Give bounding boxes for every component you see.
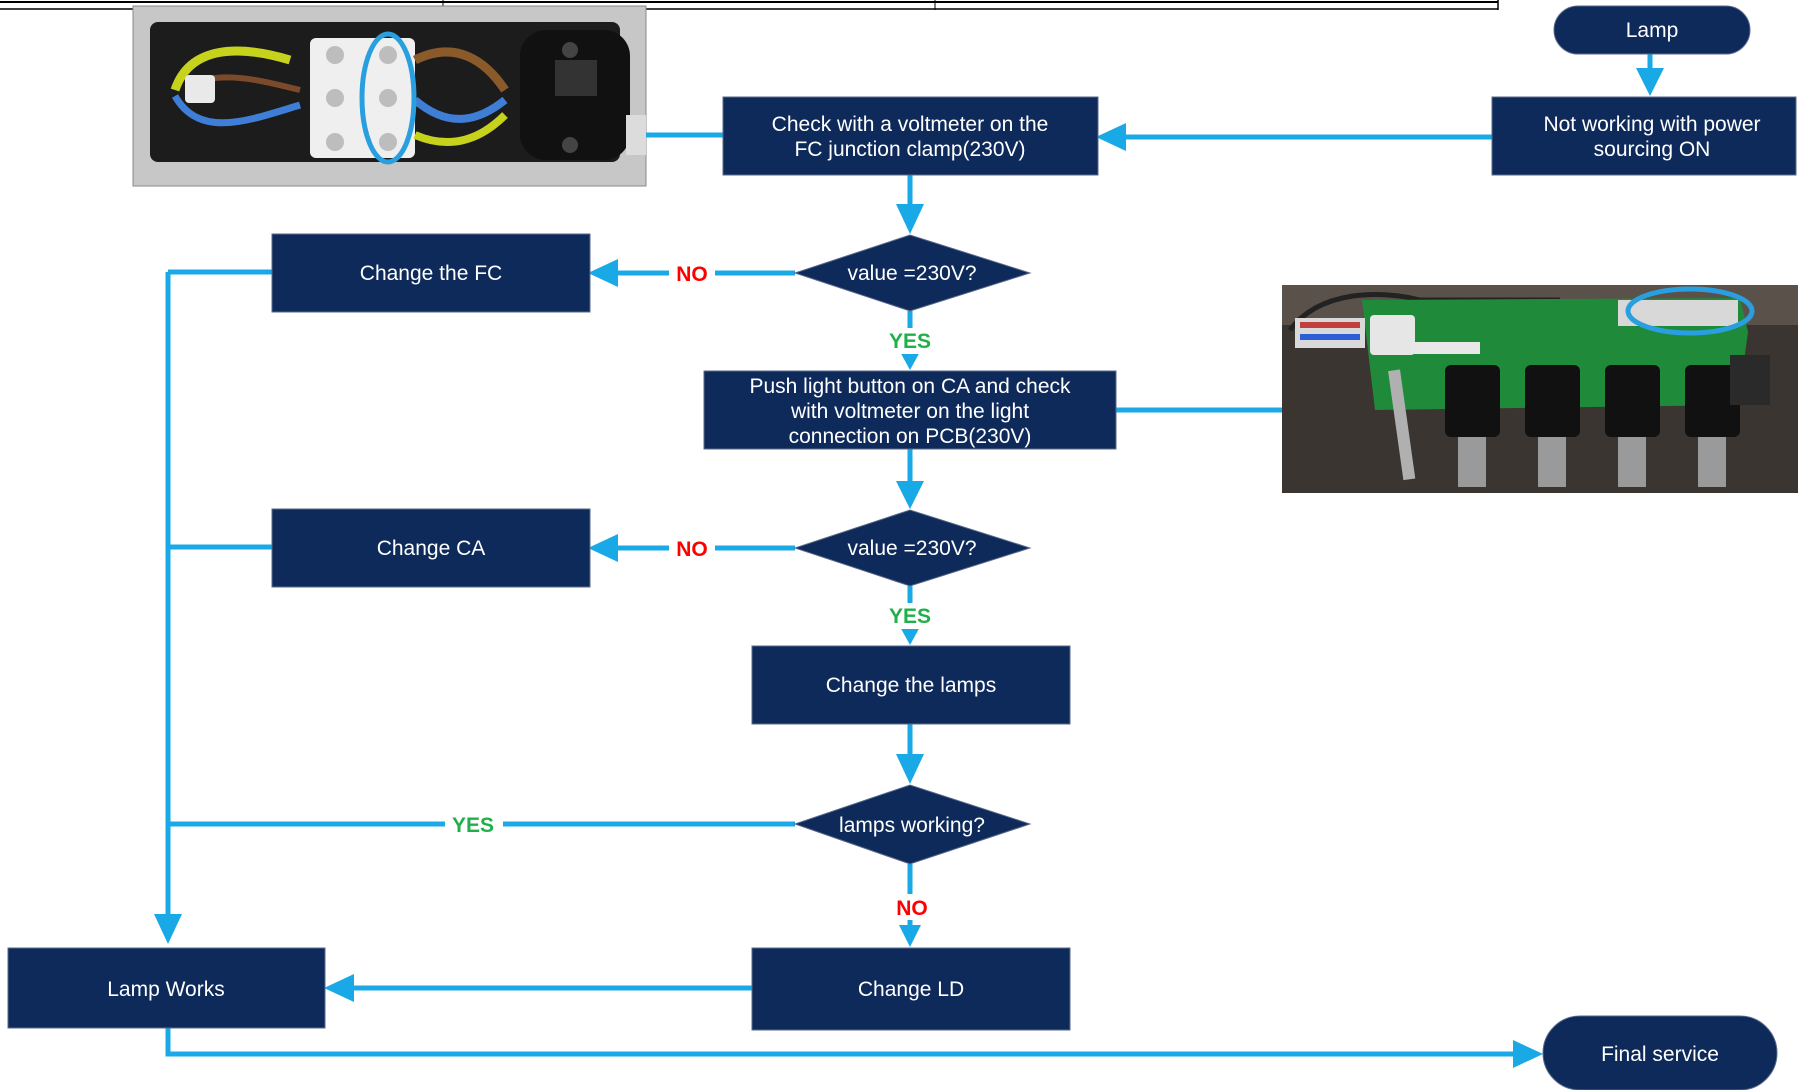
start-node-lamp: Lamp	[1553, 5, 1751, 55]
not-working-node: Not working with power sourcing ON	[1491, 96, 1797, 176]
decision-node-1: value =230V?	[793, 234, 1032, 312]
decision-3-label: lamps working?	[839, 814, 985, 837]
lamp-works-node: Lamp Works	[7, 947, 326, 1029]
decision-2-label: value =230V?	[847, 537, 976, 560]
change-ld-label: Change LD	[858, 978, 964, 1001]
no-label-decision1: NO	[676, 263, 708, 286]
change-lamps-label: Change the lamps	[826, 674, 996, 697]
change-fc-node: Change the FC	[271, 233, 591, 313]
not-working-label-line1: Not working with power	[1543, 113, 1760, 136]
push-button-label-line3: connection on PCB(230V)	[789, 425, 1032, 448]
change-ca-label: Change CA	[377, 537, 486, 560]
decision-node-3: lamps working?	[793, 784, 1032, 865]
yes-label-decision3: YES	[452, 814, 494, 837]
change-fc-label: Change the FC	[360, 262, 502, 285]
no-label-decision3: NO	[896, 897, 928, 920]
junction-clamp-photo	[132, 5, 647, 187]
yes-label-decision2: YES	[889, 605, 931, 628]
check-clamp-label-line1: Check with a voltmeter on the	[772, 113, 1049, 136]
branch-labels: NO YES NO YES YES NO	[445, 260, 937, 920]
change-lamps-node: Change the lamps	[751, 645, 1071, 725]
start-node-label: Lamp	[1626, 19, 1679, 42]
change-ca-node: Change CA	[271, 508, 591, 588]
pcb-light-connection-photo	[1282, 285, 1798, 493]
decision-1-label: value =230V?	[847, 262, 976, 285]
yes-label-decision1: YES	[889, 330, 931, 353]
change-ld-node: Change LD	[751, 947, 1071, 1031]
push-button-node: Push light button on CA and check with v…	[703, 370, 1117, 450]
check-clamp-label-line2: FC junction clamp(230V)	[794, 138, 1025, 161]
lamp-works-label: Lamp Works	[107, 978, 224, 1001]
check-clamp-node: Check with a voltmeter on the FC junctio…	[722, 96, 1099, 176]
push-button-label-line2: with voltmeter on the light	[790, 400, 1029, 423]
final-service-node: Final service	[1542, 1015, 1778, 1090]
push-button-label-line1: Push light button on CA and check	[749, 375, 1071, 398]
decision-node-2: value =230V?	[793, 509, 1032, 587]
final-service-label: Final service	[1601, 1043, 1719, 1066]
not-working-label-line2: sourcing ON	[1594, 138, 1711, 161]
no-label-decision2: NO	[676, 538, 708, 561]
